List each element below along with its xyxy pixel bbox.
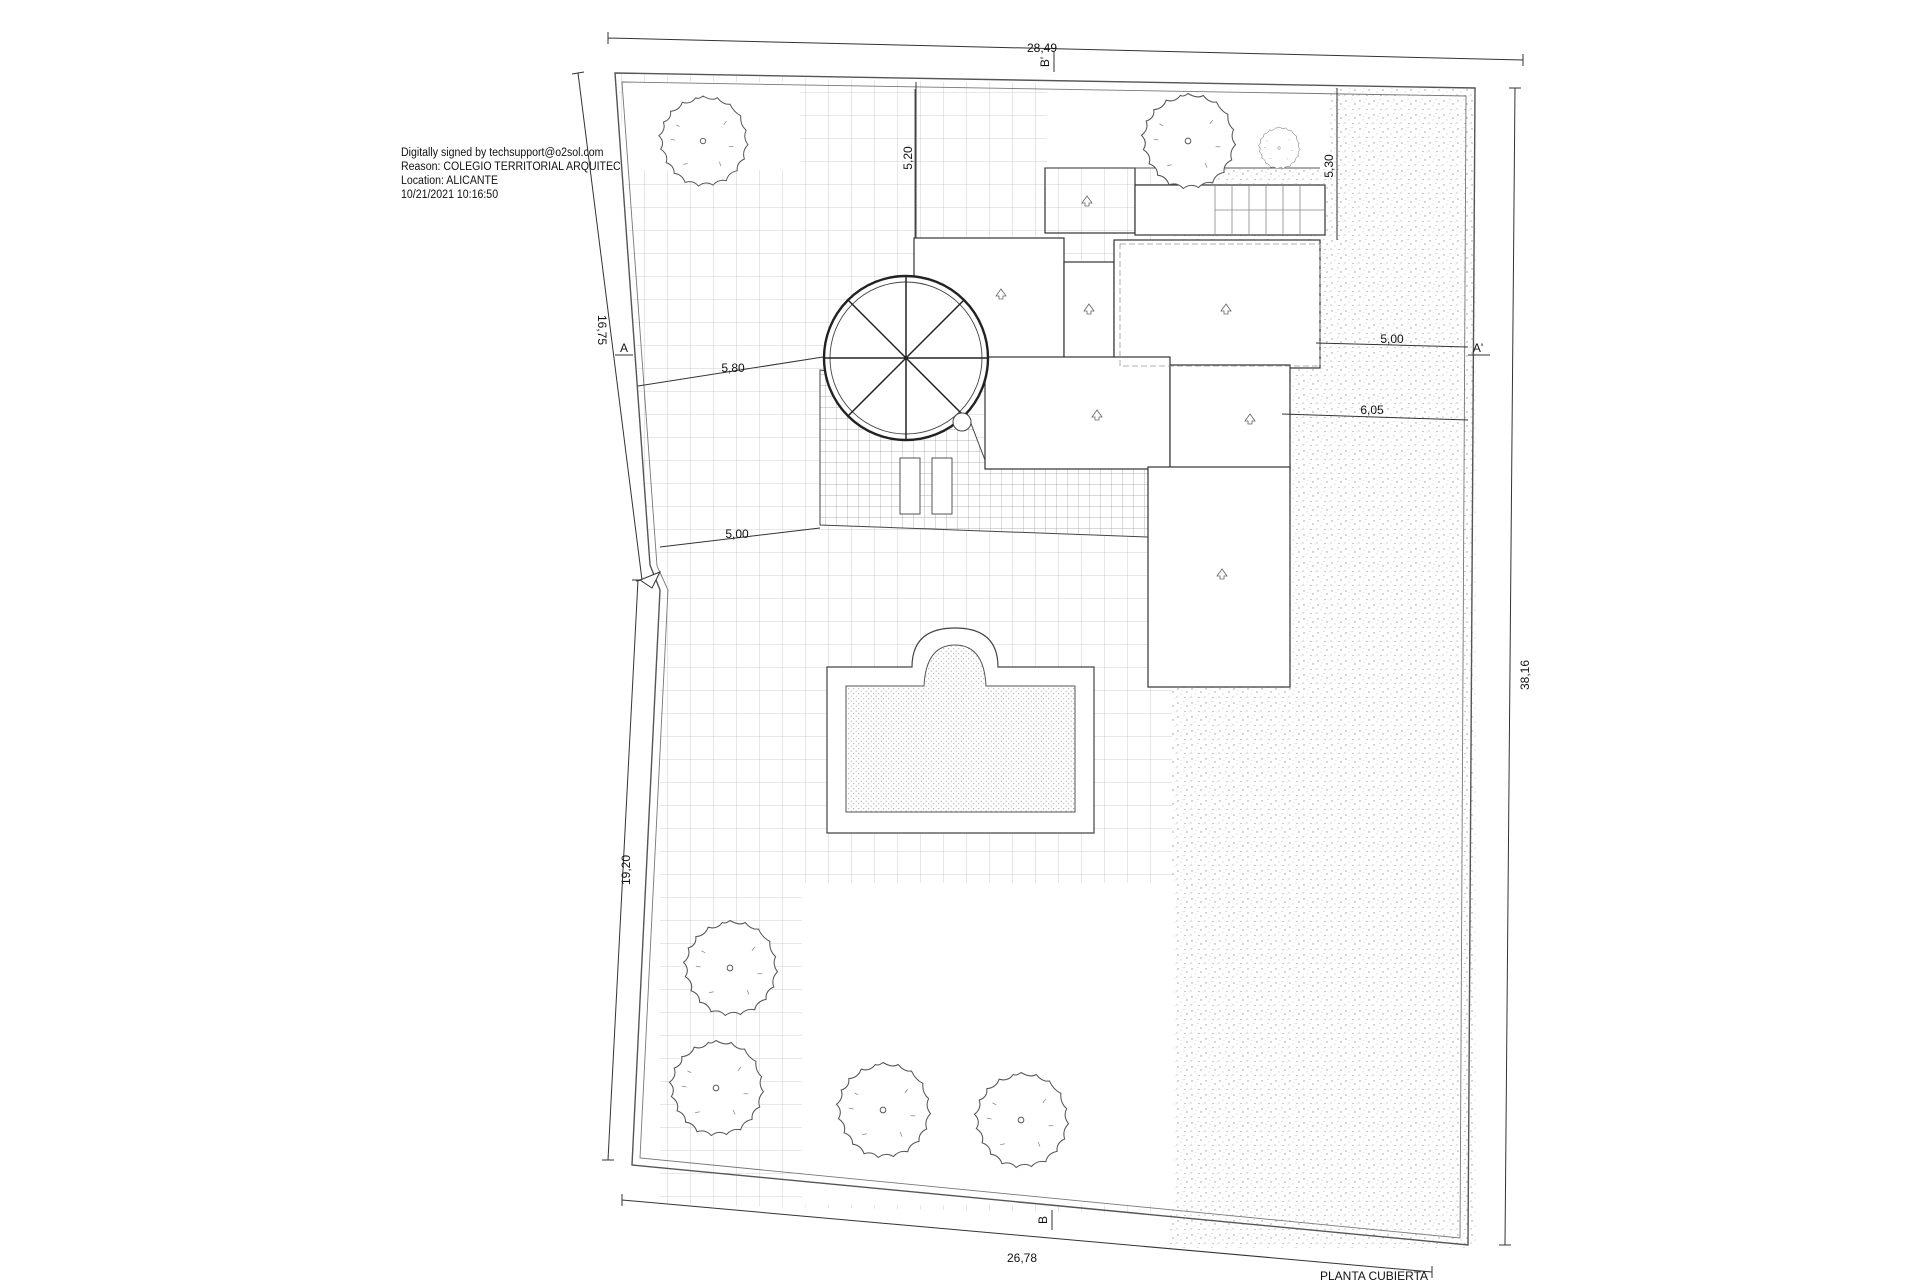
dim-terrace-left bbox=[659, 527, 821, 548]
plot-boundary bbox=[614, 72, 1476, 1246]
plot-boundary-inner bbox=[621, 81, 1467, 1239]
gravel-lower-left-strip bbox=[1172, 688, 1470, 1245]
dim-house-right-a bbox=[1315, 342, 1469, 348]
dim-label-house-right-b: 6,05 bbox=[1360, 403, 1384, 417]
roof-block-5 bbox=[1169, 364, 1291, 470]
roof-block-4 bbox=[984, 356, 1171, 470]
dim-top-width bbox=[607, 32, 1524, 66]
gravel-under-house-strip bbox=[1278, 400, 1465, 690]
top-mid-tile-patch bbox=[915, 82, 1047, 232]
plan-title: PLANTA CUBIERTA bbox=[1320, 1269, 1428, 1280]
signature-signed-by: Digitally signed by techsupport@o2sol.co… bbox=[401, 147, 604, 159]
dim-label-house-right-top: 5,30 bbox=[1322, 154, 1336, 178]
dim-label-left-upper: 16,75 bbox=[595, 315, 609, 345]
section-mark-a: A bbox=[620, 341, 628, 355]
lower-blank-lawn bbox=[802, 883, 1174, 1205]
dim-label-right-height: 38,16 bbox=[1518, 660, 1532, 690]
dimension-lines bbox=[571, 32, 1524, 1278]
dim-label-left-lower: 19,20 bbox=[619, 855, 633, 885]
dim-right-height bbox=[1499, 87, 1521, 1246]
dim-gazebo-left bbox=[637, 356, 824, 387]
stair-hatching bbox=[1214, 185, 1325, 235]
dim-label-house-right-a: 5,00 bbox=[1380, 332, 1404, 346]
sun-lounger bbox=[899, 457, 921, 515]
dim-house-right-b bbox=[1281, 413, 1469, 421]
roof-block-6 bbox=[1147, 466, 1291, 688]
dim-label-top-width: 28,49 bbox=[1027, 41, 1057, 55]
dim-bottom-width bbox=[621, 1194, 1433, 1278]
roof-edge-dashed bbox=[1119, 243, 1321, 367]
sun-lounger bbox=[931, 457, 953, 515]
roof-block-3 bbox=[1113, 239, 1321, 369]
section-mark-b-prime: B' bbox=[1038, 57, 1052, 67]
left-boundary-notch bbox=[638, 571, 662, 589]
swimming-pool bbox=[845, 644, 1076, 813]
dim-label-house-top: 5,20 bbox=[901, 146, 915, 170]
section-mark-a-prime: A' bbox=[1473, 341, 1483, 355]
signature-location: Location: ALICANTE bbox=[401, 175, 499, 187]
dim-label-bottom-width: 26,78 bbox=[1007, 1251, 1037, 1265]
top-left-tile-patch bbox=[800, 82, 915, 172]
round-gazebo bbox=[822, 274, 990, 442]
section-mark-b: B bbox=[1036, 1216, 1050, 1224]
dim-label-terrace-left: 5,00 bbox=[725, 527, 749, 541]
dim-label-gazebo-left: 5,80 bbox=[721, 361, 745, 375]
signature-date: 10/21/2021 10:16:50 bbox=[401, 189, 499, 201]
roof-block-top-small bbox=[1044, 167, 1136, 234]
